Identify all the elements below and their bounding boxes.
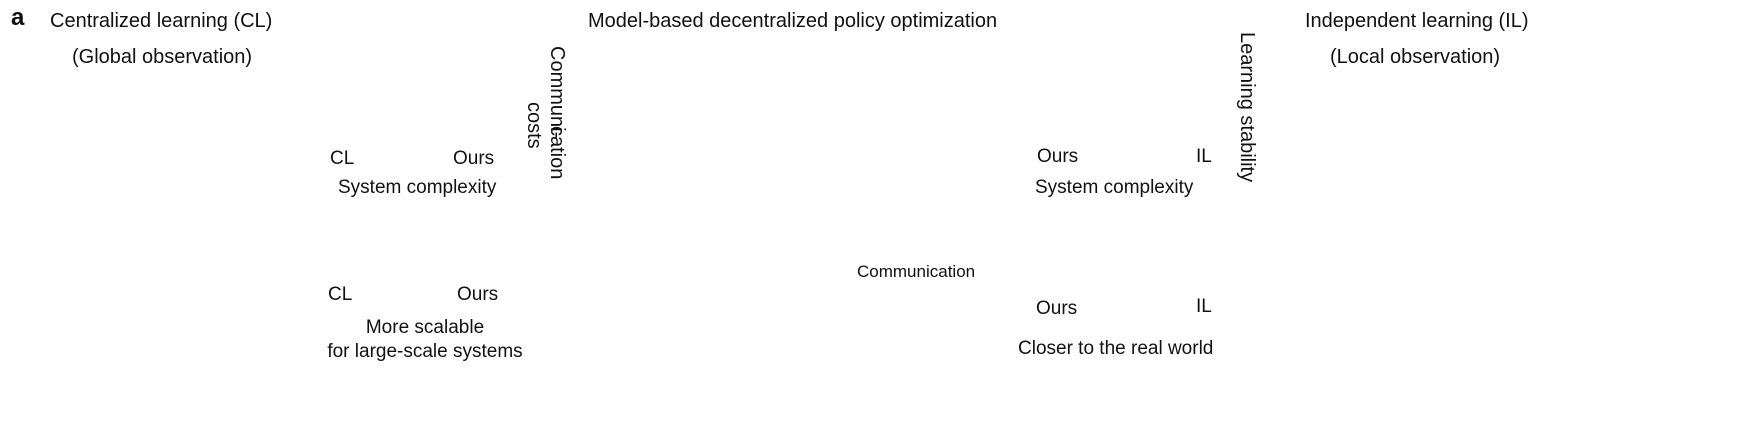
- stability-y-label: Learning stability: [1236, 32, 1258, 183]
- cl-car-blue-icon: [41, 279, 83, 304]
- cl-communication-arrows: [57, 95, 243, 282]
- il-car-blue-icon: [1310, 278, 1352, 303]
- comm-cost-y-label-2: cation: [546, 126, 568, 180]
- central-server-icon: [141, 85, 185, 107]
- cl-agent-black-icon: [91, 107, 111, 133]
- comm-cost-right-tick: Ours: [453, 148, 495, 169]
- il-agent-yellow-icon: [1487, 87, 1521, 103]
- comm-cost-x-label: System complexity: [338, 177, 497, 198]
- scalability-right-label: Ours: [457, 284, 499, 305]
- il-observation-arrows: [1320, 105, 1511, 280]
- center-agent-yellow-icon: [861, 59, 907, 81]
- cl-graph-icon: [331, 226, 359, 270]
- center-agent-black-icon: [717, 59, 745, 93]
- center-panel-title: Model-based decentralized policy optimiz…: [588, 10, 998, 32]
- cl-car-yellow-icon: [219, 193, 261, 218]
- comm-cost-curve: [317, 71, 511, 144]
- il-agent-green-icon: [1430, 137, 1456, 159]
- cl-agent-yellow-icon: [225, 111, 257, 127]
- il-agent-black-icon: [1378, 89, 1400, 117]
- il-roads: [1314, 184, 1536, 361]
- stability-right-tick: IL: [1196, 146, 1212, 167]
- center-car-yellow-icon: [863, 171, 915, 202]
- center-communication-arrows: [677, 56, 872, 150]
- scalability-caption-1: More scalable: [365, 317, 485, 338]
- right-panel-subtitle: (Local observation): [1330, 46, 1501, 68]
- cl-car-black-icon: [80, 201, 124, 225]
- center-car-blue-icon: [639, 278, 691, 310]
- comm-cost-y-label-1: Communi-: [546, 46, 568, 139]
- medium-graph-icon: [390, 225, 437, 269]
- ours-graph-icon: [453, 201, 527, 275]
- left-panel-title: Centralized learning (CL): [50, 10, 273, 32]
- cl-agent-green-icon: [161, 159, 185, 181]
- center-roads: [619, 159, 976, 361]
- earth-bw-icon: [1173, 212, 1237, 276]
- stability-x-label: System complexity: [1035, 177, 1194, 198]
- cl-agent-blue-icon: [49, 169, 77, 187]
- left-panel-subtitle: (Global observation): [72, 46, 253, 68]
- stability-curve: [1024, 68, 1216, 153]
- cl-car-green-icon: [155, 279, 197, 304]
- communication-legend-label: Communication: [857, 262, 976, 281]
- realism-left-label: Ours: [1036, 298, 1078, 319]
- scalability-caption-2: for large-scale systems: [327, 341, 523, 362]
- il-car-yellow-icon: [1488, 193, 1530, 218]
- stability-left-tick: Ours: [1037, 146, 1079, 167]
- realism-right-label: IL: [1196, 296, 1212, 317]
- earth-realistic-icon: [1025, 212, 1089, 276]
- il-agent-blue-icon: [1311, 137, 1343, 155]
- center-car-black-icon: [711, 181, 761, 213]
- realism-caption: Closer to the real world: [1018, 338, 1214, 359]
- center-agent-green-icon: [787, 119, 823, 147]
- center-agent-blue-icon: [643, 131, 681, 155]
- il-car-green-icon: [1425, 280, 1467, 305]
- center-car-green-icon: [782, 279, 834, 311]
- earth-grey-icon: [1098, 212, 1162, 276]
- center-observation-arrows: [655, 86, 887, 278]
- scalability-left-label: CL: [328, 284, 353, 305]
- center-panel-box: [611, 41, 991, 365]
- panel-letter: a: [11, 4, 25, 31]
- right-panel-title: Independent learning (IL): [1305, 10, 1529, 32]
- comm-cost-y-label-3: costs: [523, 102, 545, 149]
- il-car-black-icon: [1368, 198, 1408, 223]
- cl-roads: [19, 195, 263, 371]
- comm-cost-left-tick: CL: [330, 148, 355, 169]
